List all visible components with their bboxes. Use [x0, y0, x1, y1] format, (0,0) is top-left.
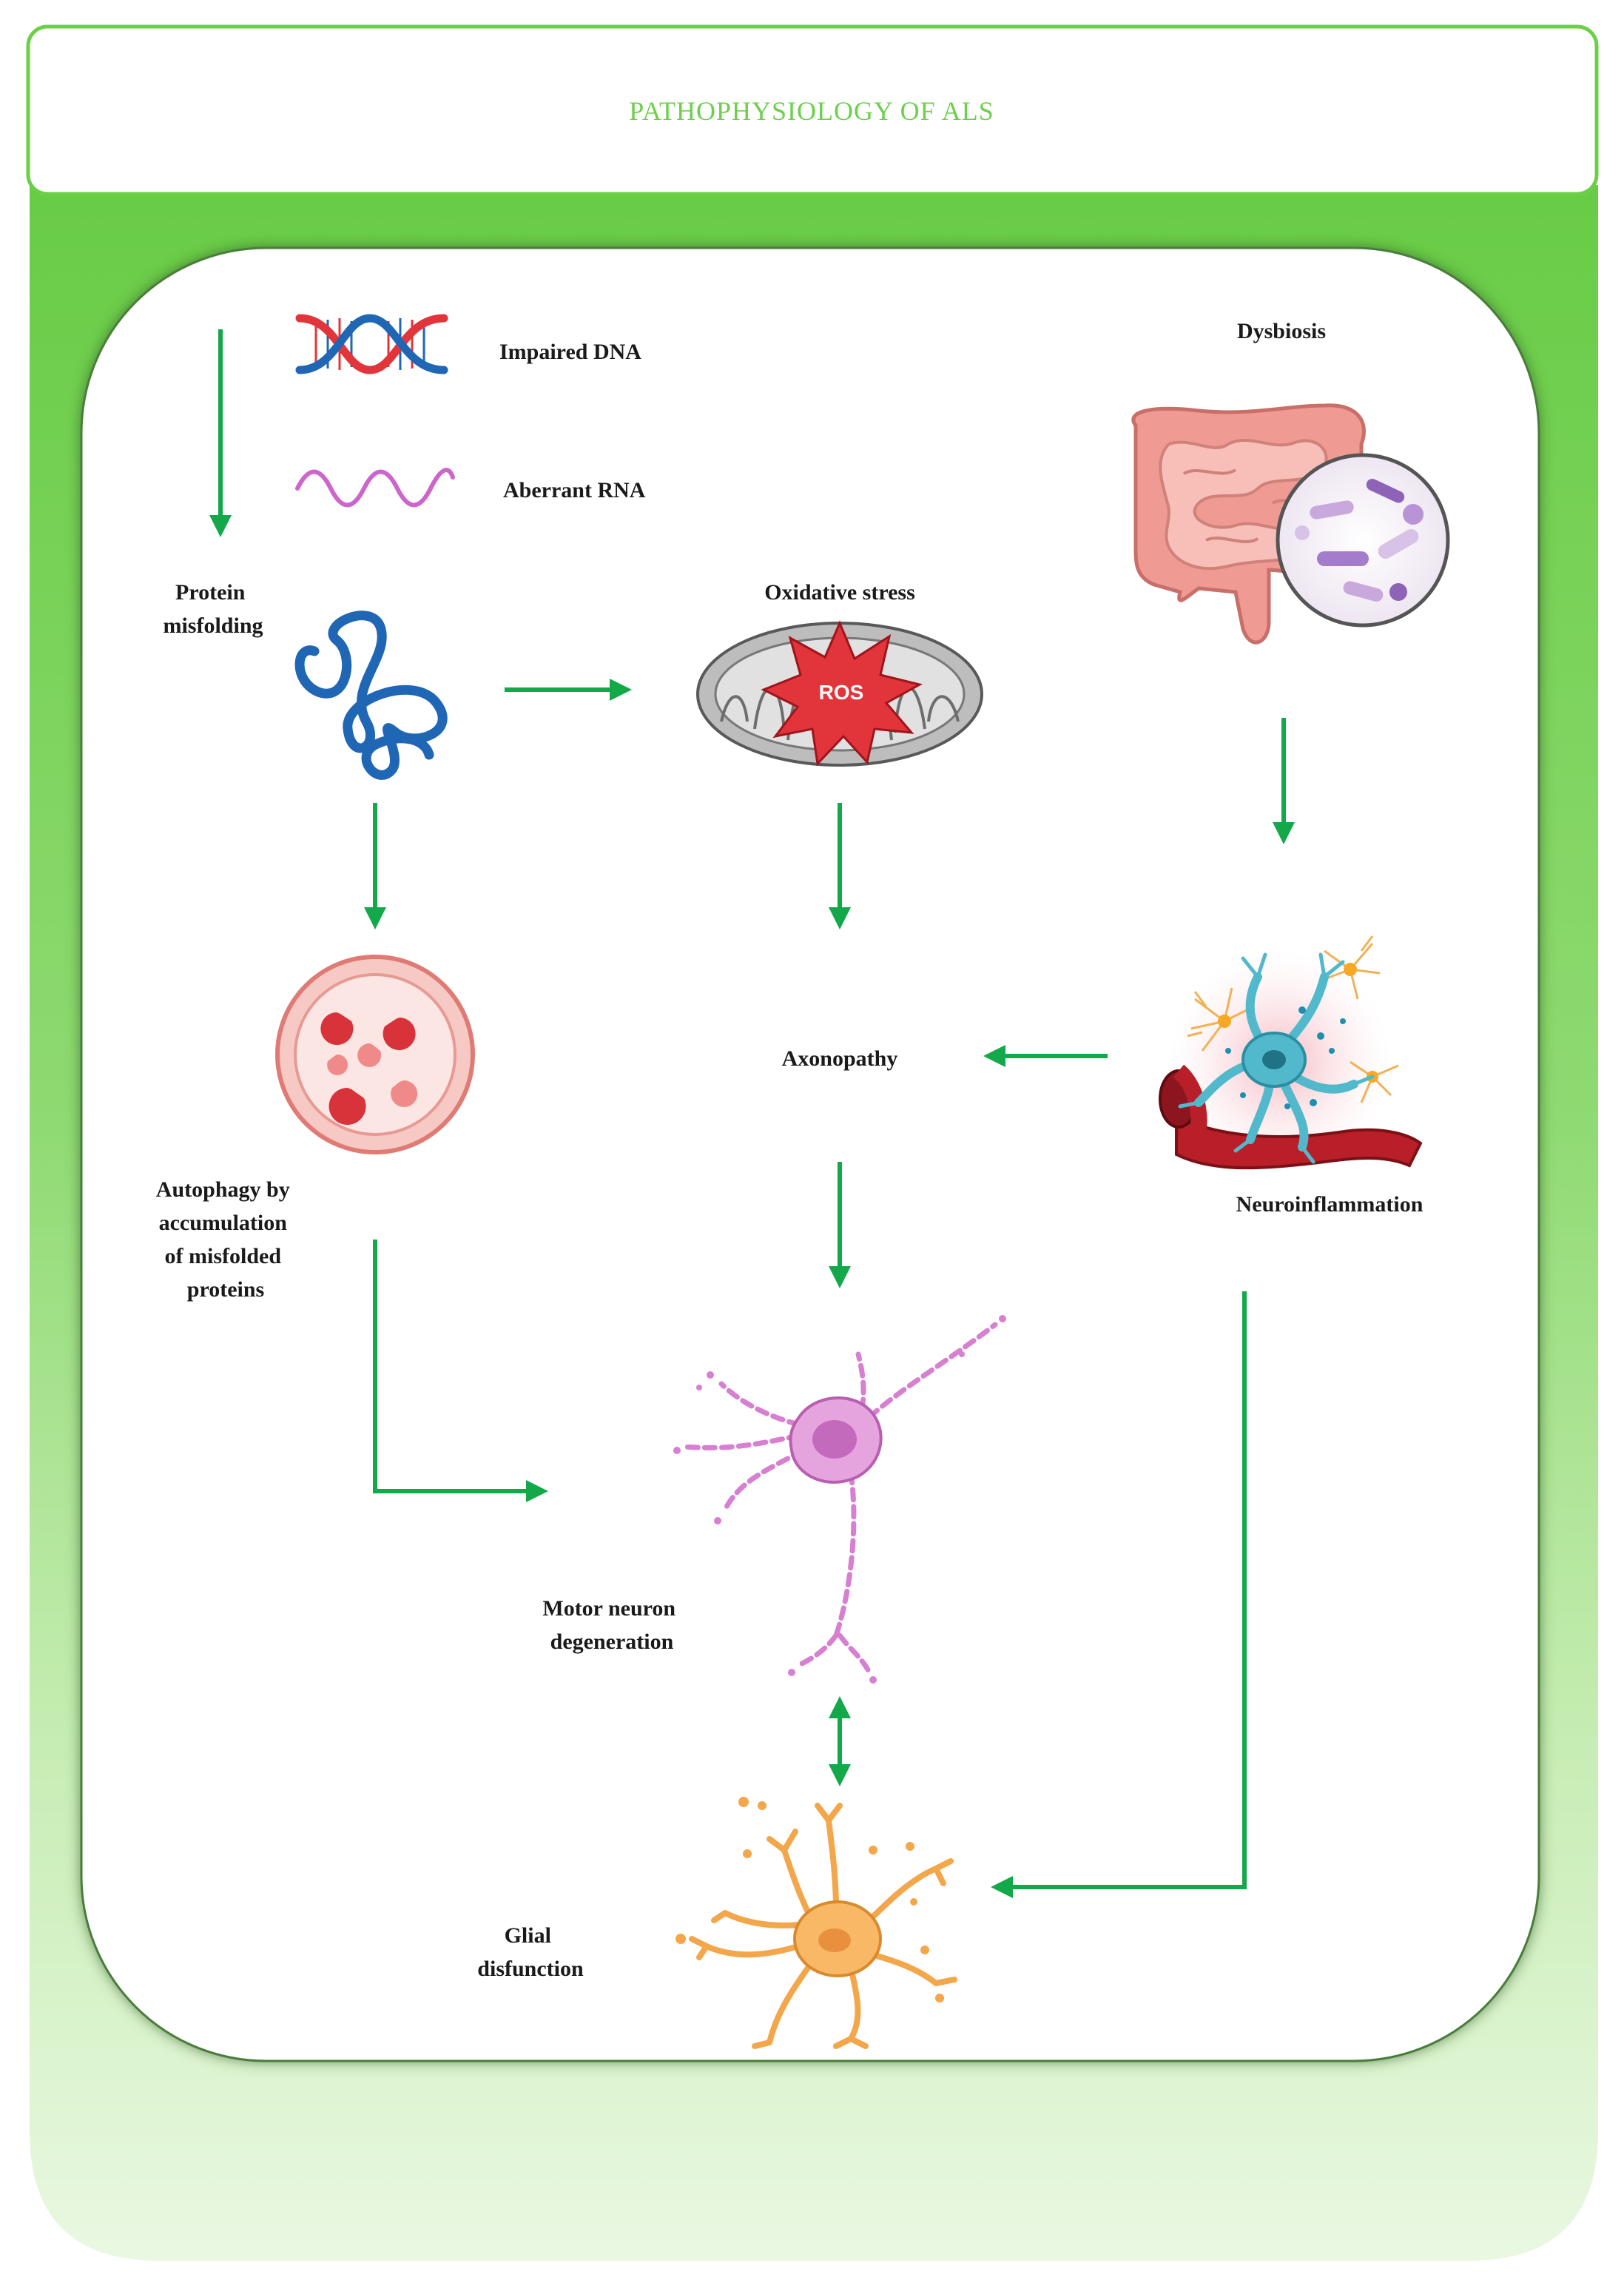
microbiota-bubble — [1276, 453, 1450, 628]
astrocyte-icon — [675, 1797, 957, 2049]
motor-neuron-line-2: degeneration — [550, 1630, 674, 1654]
mitochondrion-icon: ROS — [696, 620, 983, 767]
diagram-title: PATHOPHYSIOLOGY OF ALS — [629, 96, 994, 126]
oxidative-stress-label: Oxidative stress — [764, 580, 915, 605]
motor-neuron-degeneration-label: Motor neuron degeneration — [542, 1596, 681, 1654]
dna-double-helix-icon — [295, 314, 448, 374]
impaired-dna-label: Impaired DNA — [499, 340, 641, 364]
neuroinflammation-label: Neuroinflammation — [1236, 1192, 1423, 1217]
autophagy-line-1: Autophagy by — [156, 1177, 290, 1202]
autophagosome-icon — [275, 955, 475, 1154]
motor-neuron-line-1: Motor neuron — [542, 1596, 675, 1621]
misfolded-protein-icon — [294, 611, 448, 780]
protein-misfolding-line-1: Protein — [175, 580, 246, 605]
ros-burst-icon — [761, 620, 923, 767]
arrow-autophagy-to-motor-neuron — [373, 1240, 548, 1502]
arrows — [209, 329, 1295, 1898]
autophagy-label: Autophagy by accumulation of misfolded p… — [156, 1177, 295, 1302]
glial-dysfunction-label: Glial disfunction — [477, 1923, 584, 1981]
microglia-vessel-icon — [1159, 935, 1423, 1173]
autophagy-line-2: accumulation — [159, 1211, 288, 1235]
protein-misfolding-label: Protein misfolding — [163, 580, 263, 638]
glial-line-1: Glial — [505, 1923, 551, 1948]
aberrant-rna-label: Aberrant RNA — [503, 478, 646, 502]
intestine-microbiota-icon — [1131, 403, 1450, 645]
ros-label: ROS — [819, 681, 864, 704]
inner-panel — [80, 246, 1540, 2062]
dysbiosis-label: Dysbiosis — [1237, 319, 1326, 343]
protein-misfolding-line-2: misfolding — [163, 613, 263, 638]
rna-strand-icon — [295, 468, 455, 508]
title-banner — [26, 24, 1599, 196]
astrocyte-left — [1187, 987, 1255, 1052]
autophagy-line-4: proteins — [187, 1277, 264, 1302]
degenerating-motor-neuron-icon — [673, 1315, 1006, 1684]
glial-line-2: disfunction — [477, 1957, 584, 1981]
arrow-neuroinflammation-to-glial — [991, 1291, 1247, 1898]
axonopathy-label: Axonopathy — [782, 1046, 898, 1071]
autophagy-line-3: of misfolded — [165, 1244, 282, 1268]
